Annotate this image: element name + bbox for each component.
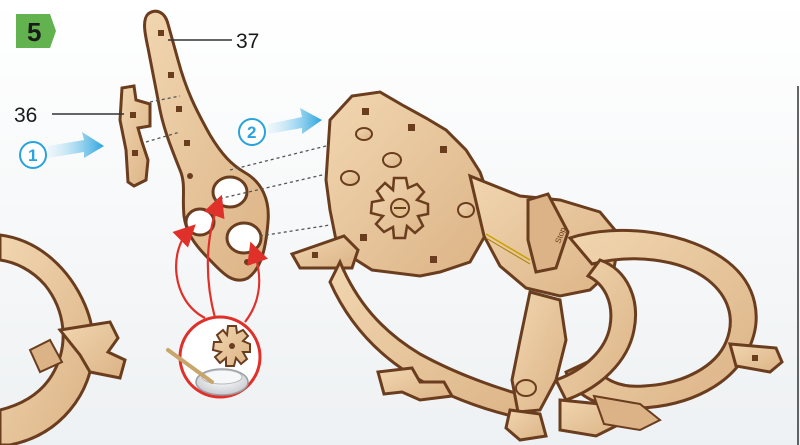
order-1: 1 xyxy=(28,146,37,165)
order-2: 2 xyxy=(247,123,256,142)
callout-37: 37 xyxy=(236,30,259,53)
step-badge: 5 xyxy=(16,14,56,48)
callout-36: 36 xyxy=(14,104,37,127)
step-number: 5 xyxy=(27,17,41,47)
